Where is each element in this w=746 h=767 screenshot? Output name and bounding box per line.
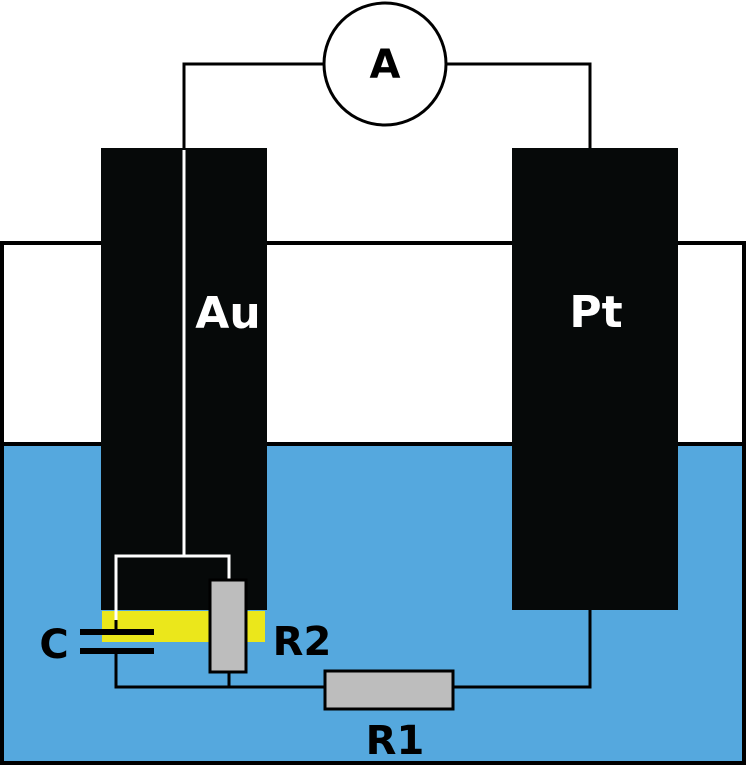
internal-branch [114, 554, 231, 632]
resistor-r2-label: R2 [273, 619, 332, 665]
resistor-r2 [208, 578, 248, 674]
ammeter-symbol: A [370, 42, 401, 88]
wire-bottom-right [453, 610, 592, 689]
resistor-r1-label: R1 [366, 718, 425, 764]
wire-top-right [446, 62, 592, 150]
electrode-pt [512, 148, 678, 610]
electrode-pt-label: Pt [569, 287, 622, 338]
wire-top [182, 62, 325, 150]
ammeter [322, 1, 448, 127]
capacitor-label: C [39, 622, 68, 668]
resistor-r1 [323, 669, 455, 711]
electrode-au-label: Au [195, 288, 260, 339]
wire-bottom-left [114, 651, 325, 689]
